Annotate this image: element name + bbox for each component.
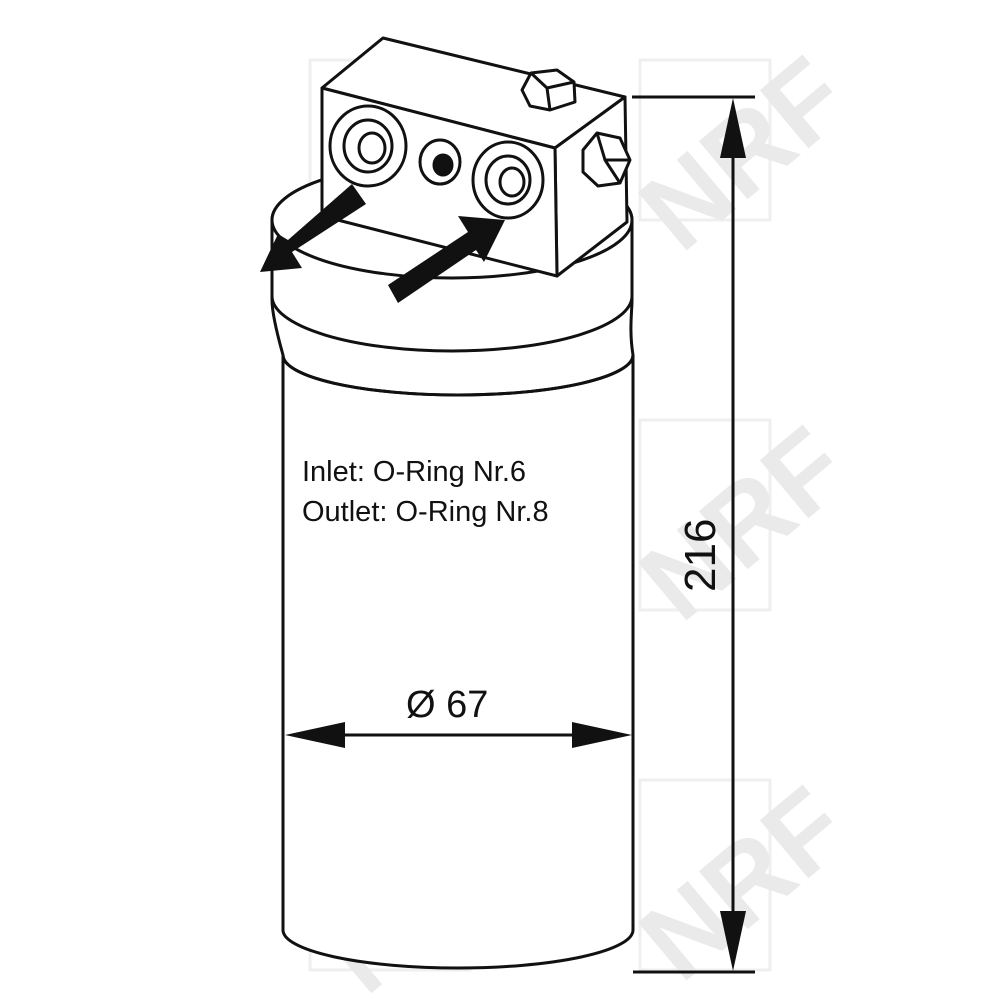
watermark-text-4: NRF bbox=[617, 404, 869, 644]
top-bolt-face bbox=[529, 71, 575, 111]
outlet-port-core bbox=[357, 131, 387, 165]
flow-arrows bbox=[260, 184, 505, 303]
watermark-text-6: NRF bbox=[617, 764, 869, 1000]
height-arrow-bottom bbox=[720, 911, 746, 971]
inlet-arrow bbox=[388, 216, 505, 303]
diameter-arrow-left bbox=[285, 722, 345, 748]
diameter-dimension: Ø 67 bbox=[285, 684, 632, 748]
cylinder-shell bbox=[281, 355, 635, 970]
diameter-label: Ø 67 bbox=[406, 684, 488, 726]
drier-body bbox=[270, 36, 635, 970]
center-bore-hole bbox=[432, 153, 454, 177]
side-bolt-face bbox=[595, 132, 630, 184]
inlet-label: Inlet: O-Ring Nr.6 bbox=[302, 456, 526, 488]
height-dimension: 216 bbox=[632, 95, 755, 974]
inlet-port-core bbox=[498, 166, 526, 198]
diameter-arrow-right bbox=[572, 722, 632, 748]
cap-rim bbox=[281, 354, 635, 397]
shoulder-seam bbox=[270, 295, 634, 353]
outlet-label: Outlet: O-Ring Nr.8 bbox=[302, 496, 549, 528]
outlet-arrow bbox=[260, 184, 366, 272]
height-label: 216 bbox=[676, 519, 725, 592]
height-arrow-top bbox=[720, 98, 746, 158]
